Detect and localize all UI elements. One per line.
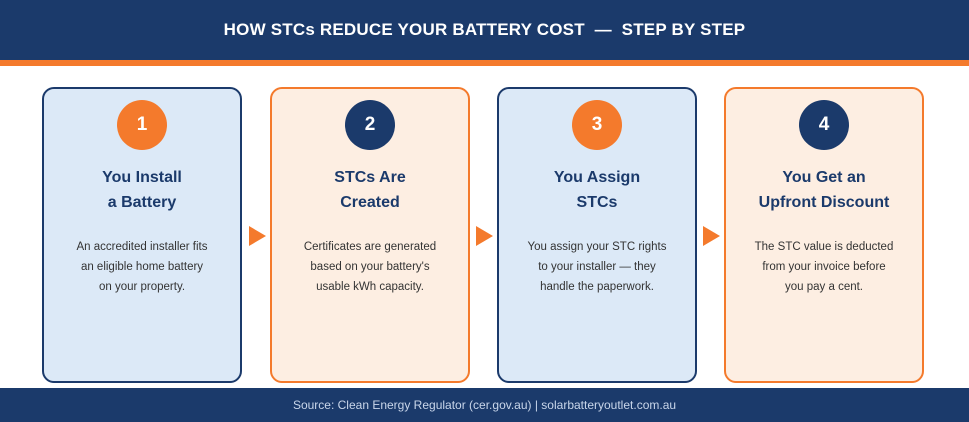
step-title: STCs Are Created: [280, 165, 460, 215]
step-description: You assign your STC rights to your insta…: [507, 237, 687, 297]
step-number-badge: 2: [345, 100, 395, 150]
step-description-line: The STC value is deducted: [754, 241, 894, 253]
step-number-badge: 1: [117, 100, 167, 150]
step-title-line: You Assign: [553, 169, 641, 186]
step-description-line: handle the paperwork.: [540, 281, 654, 293]
step-title-line: You Get an: [782, 169, 866, 186]
step-description-line: based on your battery's: [310, 261, 430, 273]
header-bar: HOW STCs REDUCE YOUR BATTERY COST — STEP…: [0, 0, 969, 60]
step-title: You Get an Upfront Discount: [734, 165, 914, 215]
step-description: Certificates are generated based on your…: [280, 237, 460, 297]
step-title-line: STCs: [576, 194, 618, 211]
step-title-line: STCs Are: [334, 169, 406, 186]
arrow-right-icon: [703, 226, 720, 246]
step-description-line: You assign your STC rights: [527, 241, 667, 253]
step-card-3: 3 You Assign STCs You assign your STC ri…: [497, 87, 697, 383]
step-description: An accredited installer fits an eligible…: [52, 237, 232, 297]
arrow-right-icon: [249, 226, 266, 246]
step-title-line: Created: [340, 194, 400, 211]
arrow-right-icon: [476, 226, 493, 246]
step-title: You Assign STCs: [507, 165, 687, 215]
step-description: The STC value is deducted from your invo…: [734, 237, 914, 297]
source-citation: Source: Clean Energy Regulator (cer.gov.…: [292, 398, 677, 412]
step-description-line: from your invoice before: [762, 261, 886, 273]
step-card-2: 2 STCs Are Created Certificates are gene…: [270, 87, 470, 383]
step-description-line: an eligible home battery: [80, 261, 204, 273]
step-description-line: usable kWh capacity.: [316, 281, 424, 293]
step-number-badge: 4: [799, 100, 849, 150]
step-card-4: 4 You Get an Upfront Discount The STC va…: [724, 87, 924, 383]
step-description-line: Certificates are generated: [303, 241, 437, 253]
step-title-line: a Battery: [107, 194, 177, 211]
page-title: HOW STCs REDUCE YOUR BATTERY COST — STEP…: [223, 20, 746, 39]
step-description-line: to your installer — they: [538, 261, 656, 273]
step-number-badge: 3: [572, 100, 622, 150]
step-description-line: An accredited installer fits: [76, 241, 208, 253]
footer-bar: Source: Clean Energy Regulator (cer.gov.…: [0, 388, 969, 422]
step-title-line: Upfront Discount: [758, 194, 890, 211]
header-accent-stripe: [0, 60, 969, 66]
step-title-line: You Install: [102, 169, 182, 186]
step-title: You Install a Battery: [52, 165, 232, 215]
step-card-1: 1 You Install a Battery An accredited in…: [42, 87, 242, 383]
step-description-line: you pay a cent.: [785, 281, 863, 293]
step-description-line: on your property.: [98, 281, 186, 293]
